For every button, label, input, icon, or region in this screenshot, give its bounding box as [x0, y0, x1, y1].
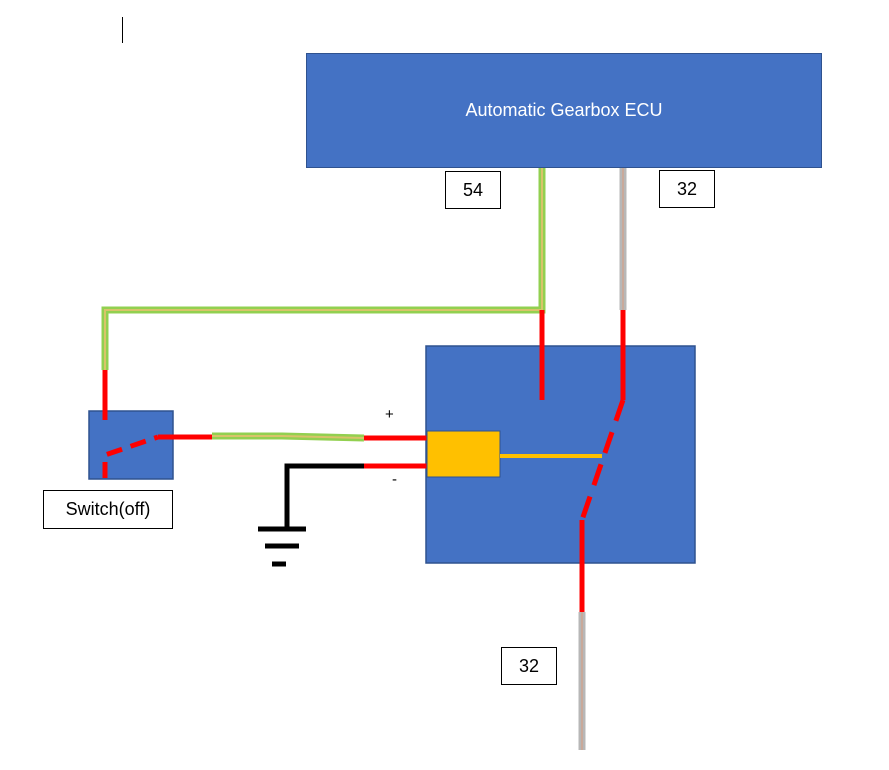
pin-32-bottom-text: 32: [518, 655, 540, 676]
pin-32-bottom-label: 32: [501, 647, 557, 685]
pin-54-label: 54: [445, 171, 501, 209]
pin-54-text: 54: [462, 179, 484, 200]
switch-label-text: Switch(off): [65, 499, 151, 519]
coil-plus-wire-core: [212, 435, 365, 439]
pin-32-top-label: 32: [659, 170, 715, 208]
ecu-title-block: Automatic Gearbox ECU: [306, 53, 822, 168]
ecu-label: Automatic Gearbox ECU: [465, 100, 663, 120]
text-cursor: [122, 17, 123, 43]
switch-label-box: Switch(off): [43, 490, 173, 529]
pin-54-wire-core: [104, 168, 543, 370]
ground-black-wire: [284, 463, 364, 528]
switch-contact-dashed: [102, 434, 159, 478]
coil-minus-label: -: [392, 471, 397, 488]
relay-contact-dashed: [579, 399, 626, 521]
relay-coil: [426, 430, 501, 478]
coil-plus-label: +: [385, 406, 394, 423]
pin-32-top-text: 32: [676, 178, 698, 199]
